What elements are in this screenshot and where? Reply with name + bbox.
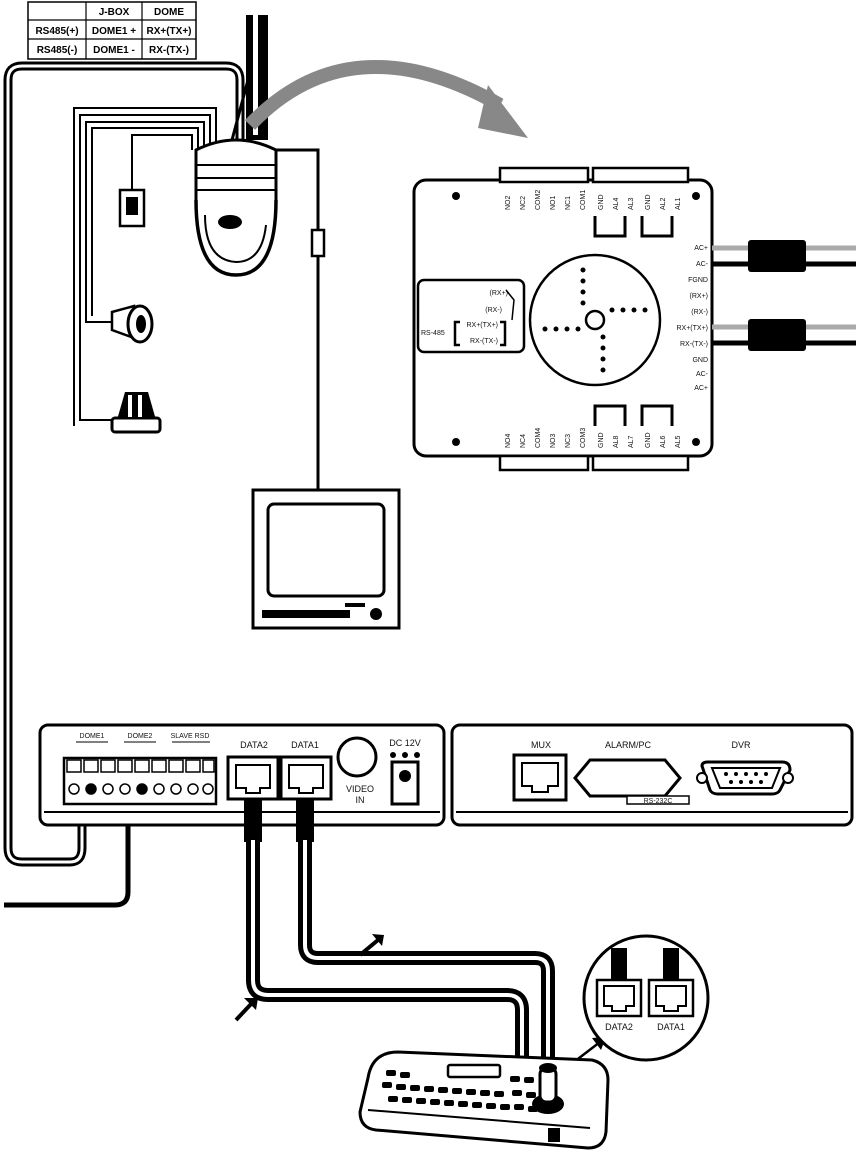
dc-label: DC 12V xyxy=(389,738,421,748)
terminal-label: AL1 xyxy=(675,197,682,210)
arrow-icon xyxy=(358,934,384,957)
terminal-label: COM4 xyxy=(535,428,542,448)
terminal-label: AL3 xyxy=(628,197,635,210)
terminal-label: RX+(TX+) xyxy=(676,325,708,332)
siren-icon xyxy=(110,304,154,344)
terminal-label: NC4 xyxy=(520,434,527,448)
inset-data1-label: DATA1 xyxy=(657,1022,685,1032)
rs485-line: (RX-) xyxy=(485,307,502,314)
data2-port xyxy=(226,755,280,801)
terminal-label: AL5 xyxy=(675,435,682,448)
table-cell: RS485(+) xyxy=(35,26,78,37)
terminal-label: AL4 xyxy=(613,197,620,210)
board-cables xyxy=(712,240,856,351)
jbox-front-panel: DOME1 DOME2 SLAVE RSD DATA2 xyxy=(38,723,446,827)
controller-keyboard-icon xyxy=(358,1050,610,1150)
terminal-label: GND xyxy=(645,194,652,210)
arrow-icon xyxy=(234,998,258,1022)
terminal-block xyxy=(66,759,215,795)
jbox-data1-label: DATA1 xyxy=(291,740,319,750)
terminal-label: COM1 xyxy=(580,190,587,210)
jbox-rear-panel: MUX ALARM/PC DVR RS-232C xyxy=(450,723,854,827)
terminal-label: AC+ xyxy=(694,245,708,252)
terminal-label: AC+ xyxy=(694,385,708,392)
terminal-label: COM3 xyxy=(580,428,587,448)
keyboard-port-inset: DATA2 DATA1 xyxy=(582,934,710,1062)
rs485-title: RS-485 xyxy=(421,330,445,337)
jbox-group-label: DOME1 xyxy=(80,733,105,740)
alarm-pc-label: ALARM/PC xyxy=(605,740,652,750)
table-cell: DOME1 - xyxy=(93,45,135,56)
curved-arrow-icon xyxy=(244,59,528,138)
wiring-table: J-BOX DOME RS485(+) DOME1 + RX+(TX+) RS4… xyxy=(27,1,197,60)
alarm-wiring xyxy=(73,107,217,426)
table-cell: DOME1 + xyxy=(92,26,136,37)
terminal-label: NO4 xyxy=(505,434,512,449)
alarm-pc-port xyxy=(573,758,682,798)
table-cell: RX+(TX+) xyxy=(146,26,191,37)
jbox-group-label: DOME2 xyxy=(128,733,153,740)
terminal-label: AL7 xyxy=(628,435,635,448)
terminal-label: AL2 xyxy=(660,197,667,210)
dome-camera-icon xyxy=(194,138,278,277)
table-cell: RS485(-) xyxy=(37,45,78,56)
data-cables xyxy=(244,800,555,1068)
rs485-cable xyxy=(3,61,245,908)
mux-label: MUX xyxy=(531,740,551,750)
terminal-label: AL6 xyxy=(660,435,667,448)
dvr-label: DVR xyxy=(731,740,751,750)
terminal-label: RX-(TX-) xyxy=(680,341,708,348)
rs485-line: RX+(TX+) xyxy=(466,322,498,329)
table-header-jbox: J-BOX xyxy=(99,7,130,18)
terminal-label: GND xyxy=(598,432,605,448)
terminal-label: AL8 xyxy=(613,435,620,448)
terminal-label: (RX-) xyxy=(691,309,708,316)
mux-port xyxy=(512,753,568,802)
dvr-port xyxy=(696,760,794,796)
video-cable xyxy=(276,148,326,490)
terminal-label: NO2 xyxy=(505,196,512,211)
terminal-label: COM2 xyxy=(535,190,542,210)
data1-port xyxy=(279,755,333,801)
inset-data2-label: DATA2 xyxy=(605,1022,633,1032)
terminal-label: NO3 xyxy=(550,434,557,449)
terminal-label: AC- xyxy=(696,371,709,378)
terminal-label: NO1 xyxy=(550,196,557,211)
terminal-label: NC3 xyxy=(565,434,572,448)
rs485-line: RX-(TX-) xyxy=(470,338,498,345)
terminal-label: (RX+) xyxy=(690,293,708,300)
rs232-label: RS-232C xyxy=(644,798,673,805)
terminal-label: AC- xyxy=(696,261,709,268)
jbox-group-label: SLAVE RSD xyxy=(171,733,210,740)
rs485-line: (RX+) xyxy=(490,290,508,297)
terminal-label: FGND xyxy=(688,277,708,284)
terminal-label: GND xyxy=(598,194,605,210)
terminal-label: NC1 xyxy=(565,196,572,210)
strobe-light-icon xyxy=(110,392,162,434)
sensor-icon xyxy=(118,188,146,228)
monitor-icon xyxy=(251,488,401,630)
terminal-label: GND xyxy=(692,357,708,364)
camera-board: NO2 NC2 COM2 NO1 NC1 COM1 GND AL4 AL3 GN… xyxy=(412,166,714,472)
terminal-label: GND xyxy=(645,432,652,448)
table-header-dome: DOME xyxy=(154,7,184,18)
terminal-label: NC2 xyxy=(520,196,527,210)
jbox-data2-label: DATA2 xyxy=(240,740,268,750)
video-in-label-2: IN xyxy=(356,795,365,805)
video-in-label-1: VIDEO xyxy=(346,784,374,794)
table-cell: RX-(TX-) xyxy=(149,45,189,56)
